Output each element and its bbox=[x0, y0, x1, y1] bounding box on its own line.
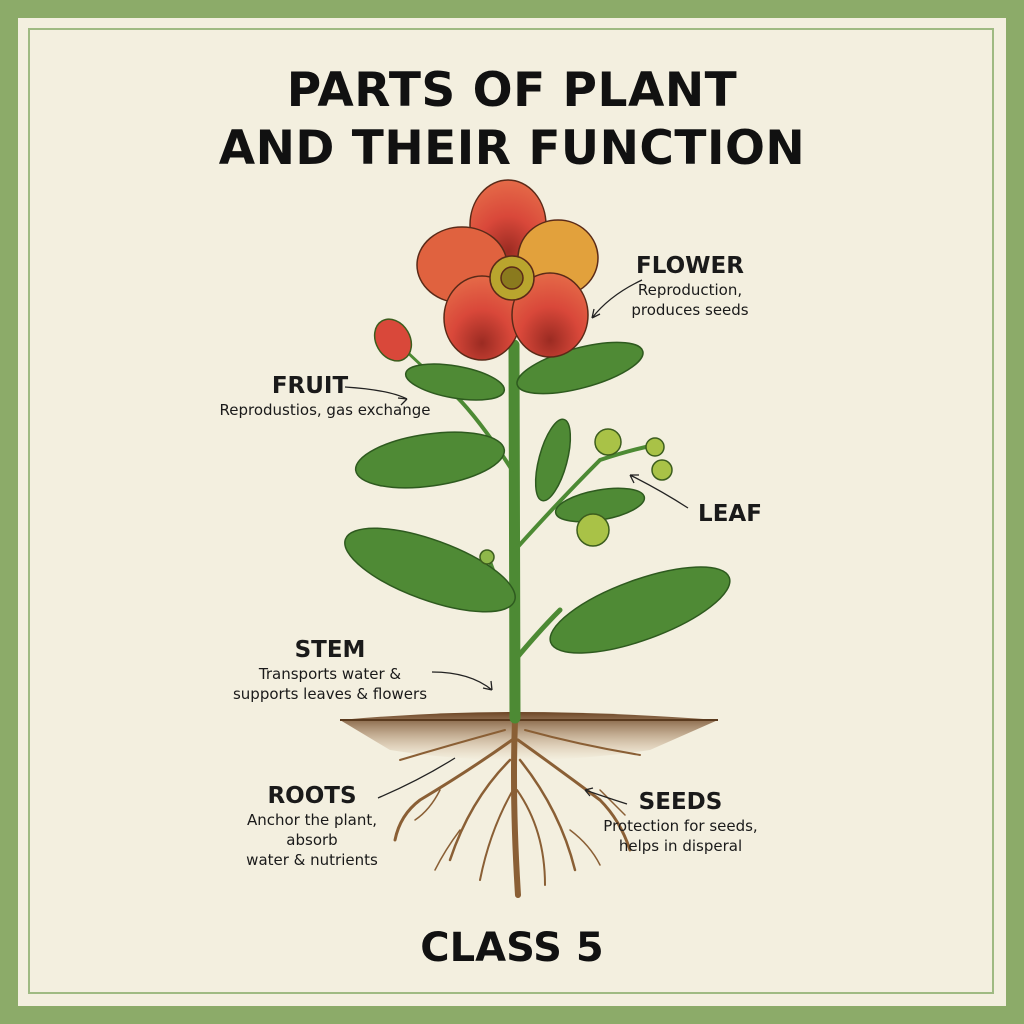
label-stem-name: STEM bbox=[294, 637, 366, 663]
label-leaf-name: LEAF bbox=[698, 501, 762, 527]
label-stem: STEM Transports water & supports leaves … bbox=[225, 636, 435, 704]
label-flower-desc-1: Reproduction, bbox=[637, 281, 743, 299]
label-roots-desc-1: Anchor the plant, absorb bbox=[246, 811, 378, 849]
label-roots-name: ROOTS bbox=[267, 783, 357, 809]
roots bbox=[393, 717, 641, 898]
label-seeds-desc-2: helps in disperal bbox=[618, 837, 743, 855]
label-fruit-name: FRUIT bbox=[271, 373, 349, 399]
label-arrows bbox=[344, 279, 689, 805]
soil bbox=[340, 712, 718, 760]
class-label: CLASS 5 bbox=[420, 925, 604, 971]
leaves bbox=[344, 341, 731, 654]
label-seeds-desc-1: Protection for seeds, bbox=[603, 817, 758, 835]
flower bbox=[416, 179, 599, 361]
title-line-1: PARTS OF PLANT bbox=[286, 63, 738, 118]
label-seeds: SEEDS Protection for seeds, helps in dis… bbox=[598, 788, 763, 856]
label-roots-desc-2: water & nutrients bbox=[246, 851, 378, 869]
label-flower-desc-2: produces seeds bbox=[631, 301, 749, 319]
buds bbox=[373, 318, 673, 565]
label-stem-desc-2: supports leaves & flowers bbox=[232, 685, 428, 703]
label-flower: FLOWER Reproduction, produces seeds bbox=[620, 252, 760, 320]
label-fruit-desc: Reprodustios, gas exchange bbox=[219, 401, 431, 419]
label-leaf: LEAF bbox=[690, 500, 770, 528]
label-fruit: FRUIT Reprodustios, gas exchange bbox=[205, 372, 445, 420]
label-roots: ROOTS Anchor the plant, absorb water & n… bbox=[222, 782, 402, 870]
label-stem-desc-1: Transports water & bbox=[258, 665, 402, 683]
title-line-2: AND THEIR FUNCTION bbox=[218, 121, 806, 176]
inner-frame bbox=[28, 28, 994, 994]
label-flower-name: FLOWER bbox=[636, 253, 744, 279]
label-seeds-name: SEEDS bbox=[638, 789, 723, 815]
